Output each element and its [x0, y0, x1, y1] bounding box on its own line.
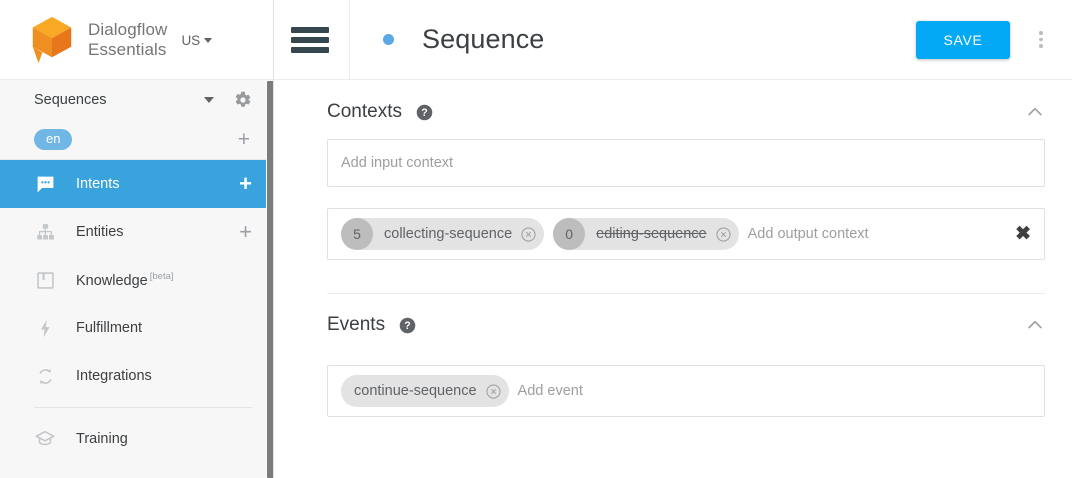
section-events: Events ? continue-sequence — [274, 294, 1072, 417]
sidebar-border — [273, 0, 274, 478]
input-context-placeholder: Add input context — [341, 155, 454, 171]
brand-title: Dialogflow Essentials — [88, 20, 167, 60]
hamburger-menu-icon[interactable] — [291, 26, 329, 53]
sidebar-item-training[interactable]: Training — [0, 415, 274, 463]
help-circle-icon[interactable]: ? — [416, 104, 433, 121]
sidebar-item-fulfillment[interactable]: Fulfillment — [0, 304, 274, 352]
section-contexts: Contexts ? Add input context 5 coll — [274, 81, 1072, 260]
content-scroll-area: Contexts ? Add input context 5 coll — [274, 81, 1072, 478]
add-intent-icon[interactable]: + — [239, 171, 252, 196]
output-context-field[interactable]: 5 collecting-sequence 0 editing-sequence — [327, 208, 1045, 260]
sidebar-item-label: Fulfillment — [76, 320, 143, 336]
region-selector[interactable]: US — [181, 31, 213, 48]
sidebar-item-integrations[interactable]: Integrations — [0, 352, 274, 400]
add-entity-icon[interactable]: + — [239, 219, 252, 244]
sidebar-item-label: Entities — [76, 224, 124, 240]
section-title: Events — [327, 314, 386, 335]
contexts-header: Contexts ? — [327, 81, 1045, 139]
knowledge-book-icon — [34, 269, 56, 291]
input-context-field[interactable]: Add input context — [327, 139, 1045, 187]
save-button[interactable]: SAVE — [916, 20, 1010, 59]
sidebar-item-label: Knowledge[beta] — [76, 271, 174, 289]
context-lifespan: 0 — [553, 218, 586, 250]
remove-circle-icon[interactable] — [485, 383, 501, 399]
add-language-icon[interactable]: + — [237, 127, 250, 151]
brand-header: Dialogflow Essentials US — [0, 0, 274, 80]
event-chip[interactable]: continue-sequence — [341, 375, 509, 407]
sidebar-scrollbar[interactable] — [267, 81, 274, 478]
intents-chat-icon — [34, 173, 56, 195]
events-header: Events ? — [327, 294, 1045, 352]
training-cap-icon — [34, 428, 56, 450]
intent-status-dot — [383, 34, 394, 45]
sidebar-item-label: Training — [76, 431, 128, 447]
help-circle-icon[interactable]: ? — [399, 317, 416, 334]
brand-line-2: Essentials — [88, 39, 167, 59]
context-name: collecting-sequence — [384, 226, 513, 242]
language-chip-en[interactable]: en — [34, 129, 73, 150]
chevron-down-icon[interactable] — [204, 97, 214, 103]
svg-text:?: ? — [421, 107, 427, 119]
events-field[interactable]: continue-sequence Add event — [327, 365, 1045, 417]
sidebar-item-label: Intents — [76, 176, 120, 192]
main-panel: Sequence SAVE Contexts ? Add in — [274, 0, 1072, 478]
context-chip[interactable]: 5 collecting-sequence — [341, 218, 545, 250]
chevron-up-icon[interactable] — [1025, 102, 1045, 122]
dialogflow-cube-logo — [32, 16, 72, 63]
sidebar-item-entities[interactable]: Entities + — [0, 208, 274, 256]
sidebar-divider — [34, 407, 252, 408]
section-title: Contexts — [327, 101, 402, 122]
brand-line-1: Dialogflow — [88, 19, 168, 39]
remove-circle-icon[interactable] — [521, 226, 536, 242]
context-name: editing-sequence — [596, 226, 707, 242]
sidebar-item-label: Integrations — [76, 368, 152, 384]
kebab-menu-icon[interactable] — [1024, 20, 1058, 60]
close-x-icon[interactable]: ✖ — [1015, 223, 1031, 245]
agent-selector[interactable]: Sequences — [0, 80, 274, 120]
event-placeholder: Add event — [517, 383, 583, 399]
remove-circle-icon[interactable] — [716, 226, 731, 242]
chevron-down-icon — [204, 38, 213, 43]
svg-text:?: ? — [404, 320, 410, 332]
sidebar-item-intents[interactable]: Intents + — [0, 160, 274, 208]
gear-icon[interactable] — [234, 91, 252, 109]
context-lifespan: 5 — [341, 218, 373, 250]
agent-name: Sequences — [34, 92, 107, 108]
top-bar: Sequence SAVE — [274, 0, 1072, 80]
page-title: Sequence — [422, 24, 545, 54]
sidebar: Dialogflow Essentials US Sequences en + — [0, 0, 274, 478]
integrations-sync-icon — [34, 365, 56, 387]
fulfillment-bolt-icon — [34, 317, 56, 339]
section-divider — [327, 293, 1045, 294]
topbar-separator — [349, 0, 350, 80]
sidebar-item-knowledge[interactable]: Knowledge[beta] — [0, 256, 274, 304]
entities-hierarchy-icon — [34, 221, 56, 243]
language-row: en + — [0, 120, 274, 160]
context-chip[interactable]: 0 editing-sequence — [553, 218, 739, 250]
event-name: continue-sequence — [354, 383, 477, 399]
chevron-up-icon[interactable] — [1025, 315, 1045, 335]
beta-badge: [beta] — [149, 271, 174, 283]
region-label: US — [181, 33, 201, 48]
output-context-placeholder: Add output context — [747, 226, 869, 242]
